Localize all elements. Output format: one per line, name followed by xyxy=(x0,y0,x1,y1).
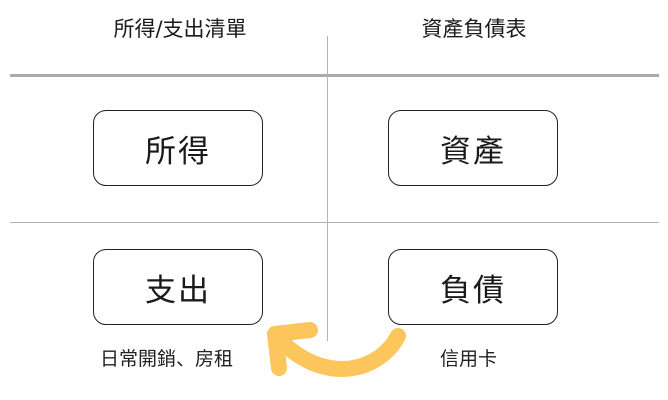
liabilities-note: 信用卡 xyxy=(440,348,498,370)
header-divider xyxy=(10,74,659,77)
assets-box: 資產 xyxy=(388,110,558,186)
column-divider xyxy=(327,36,328,341)
liabilities-box: 負債 xyxy=(388,249,558,325)
income-expense-statement-header: 所得/支出清單 xyxy=(113,17,247,41)
balance-sheet-header: 資產負債表 xyxy=(421,17,527,41)
expense-note: 日常開銷、房租 xyxy=(100,348,234,370)
expense-box: 支出 xyxy=(93,249,263,325)
row-divider xyxy=(10,222,659,223)
income-box: 所得 xyxy=(93,110,263,186)
